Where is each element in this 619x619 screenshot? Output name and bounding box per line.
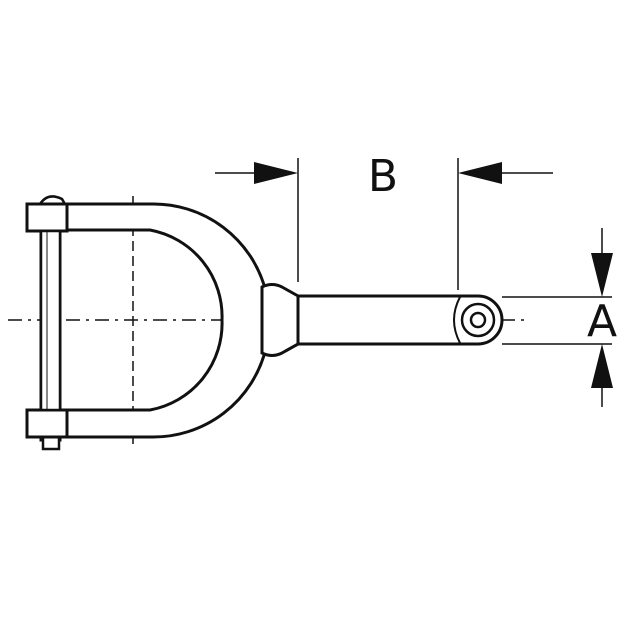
dim-b-arrow-right [458, 162, 502, 184]
shaft-end-curve [453, 296, 461, 344]
pin-shaft-visible [39, 229, 62, 412]
pin-upper-flat [25, 202, 69, 233]
dim-a-arrow-top [591, 253, 613, 297]
dimension-a-label: A [587, 296, 617, 347]
eye-inner [469, 311, 487, 329]
dim-b-arrow-left [254, 162, 298, 184]
shackle-neck-collar [260, 283, 302, 357]
dimension-b-label: B [368, 151, 398, 202]
pin-lower-flat [25, 408, 69, 439]
dim-a-arrow-bottom [591, 344, 613, 388]
shaft [296, 294, 504, 346]
pin-tail [41, 435, 61, 451]
shackle-bow [58, 202, 268, 439]
eye-outer [460, 302, 496, 338]
